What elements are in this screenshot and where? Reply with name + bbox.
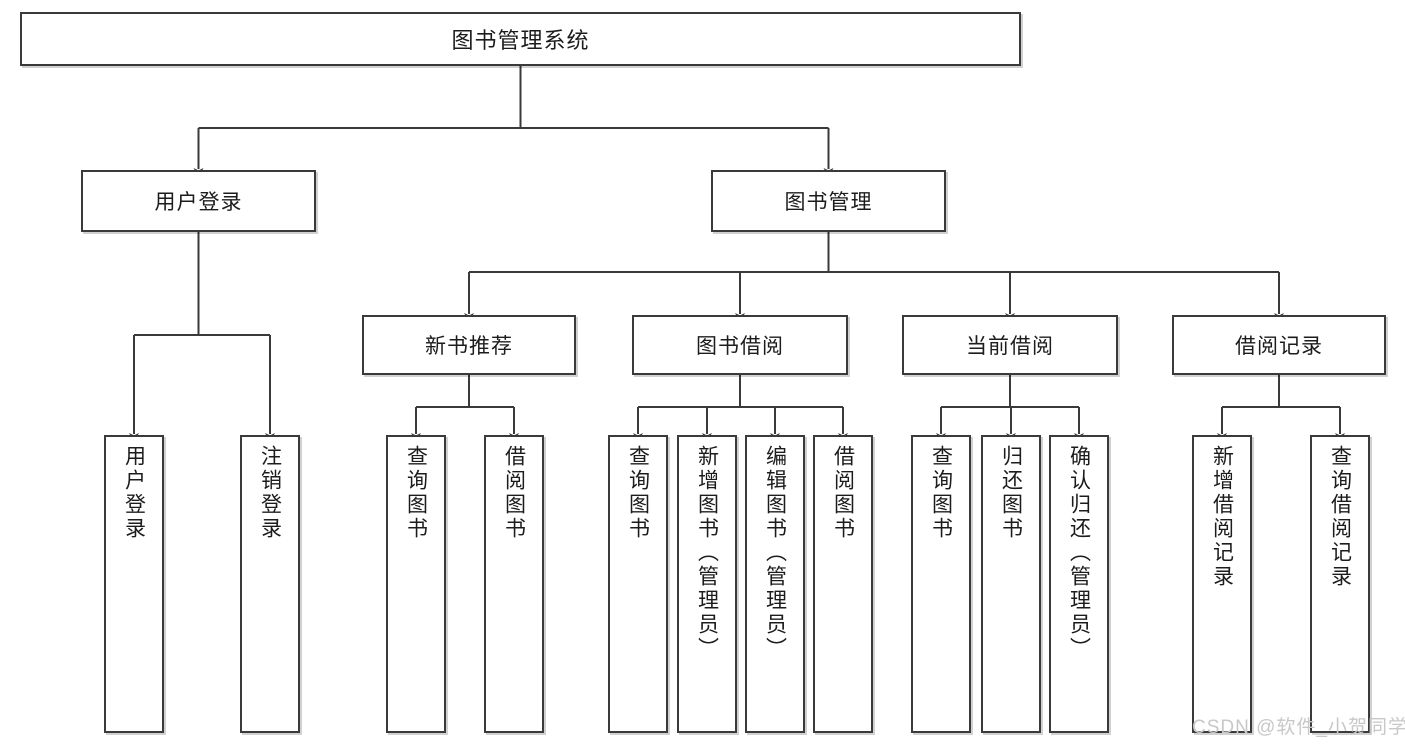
- node-leaf4[interactable]: 借阅图书: [484, 435, 544, 733]
- node-leaf11[interactable]: 确认归还（管理员）: [1049, 435, 1109, 733]
- node-label: 归还图书: [999, 445, 1023, 541]
- node-label: 查询借阅记录: [1328, 445, 1352, 589]
- node-label: 新增图书（管理员）: [695, 445, 719, 661]
- node-label: 借阅记录: [1235, 335, 1323, 358]
- node-records[interactable]: 借阅记录: [1172, 315, 1386, 375]
- node-leaf6[interactable]: 新增图书（管理员）: [677, 435, 737, 733]
- node-label: 新增借阅记录: [1210, 445, 1234, 589]
- node-login[interactable]: 用户登录: [81, 170, 316, 232]
- node-label: 图书管理: [784, 191, 873, 214]
- node-current[interactable]: 当前借阅: [902, 315, 1118, 375]
- node-label: 用户登录: [122, 445, 146, 541]
- node-bookmgmt[interactable]: 图书管理: [711, 170, 946, 232]
- node-label: 借阅图书: [502, 445, 526, 541]
- node-leaf7[interactable]: 编辑图书（管理员）: [745, 435, 805, 733]
- node-leaf9[interactable]: 查询图书: [911, 435, 971, 733]
- node-leaf3[interactable]: 查询图书: [386, 435, 446, 733]
- node-newbook[interactable]: 新书推荐: [362, 315, 576, 375]
- node-leaf1[interactable]: 用户登录: [104, 435, 164, 733]
- node-borrow[interactable]: 图书借阅: [632, 315, 848, 375]
- node-label: 图书管理系统: [451, 28, 590, 53]
- node-leaf13[interactable]: 查询借阅记录: [1310, 435, 1370, 733]
- node-label: 当前借阅: [966, 335, 1054, 358]
- node-label: 确认归还（管理员）: [1067, 445, 1091, 661]
- node-label: 注销登录: [258, 445, 282, 541]
- edge-paths: [129, 66, 1345, 442]
- node-leaf12[interactable]: 新增借阅记录: [1192, 435, 1252, 733]
- node-leaf2[interactable]: 注销登录: [240, 435, 300, 733]
- node-label: 查询图书: [626, 445, 650, 541]
- node-label: 用户登录: [154, 191, 243, 214]
- node-label: 新书推荐: [425, 335, 513, 358]
- node-leaf5[interactable]: 查询图书: [608, 435, 668, 733]
- node-label: 编辑图书（管理员）: [763, 445, 787, 661]
- node-root[interactable]: 图书管理系统: [20, 12, 1021, 66]
- node-leaf8[interactable]: 借阅图书: [813, 435, 873, 733]
- node-label: 查询图书: [929, 445, 953, 541]
- node-label: 图书借阅: [696, 335, 784, 358]
- node-leaf10[interactable]: 归还图书: [981, 435, 1041, 733]
- node-label: 借阅图书: [831, 445, 855, 541]
- node-label: 查询图书: [404, 445, 428, 541]
